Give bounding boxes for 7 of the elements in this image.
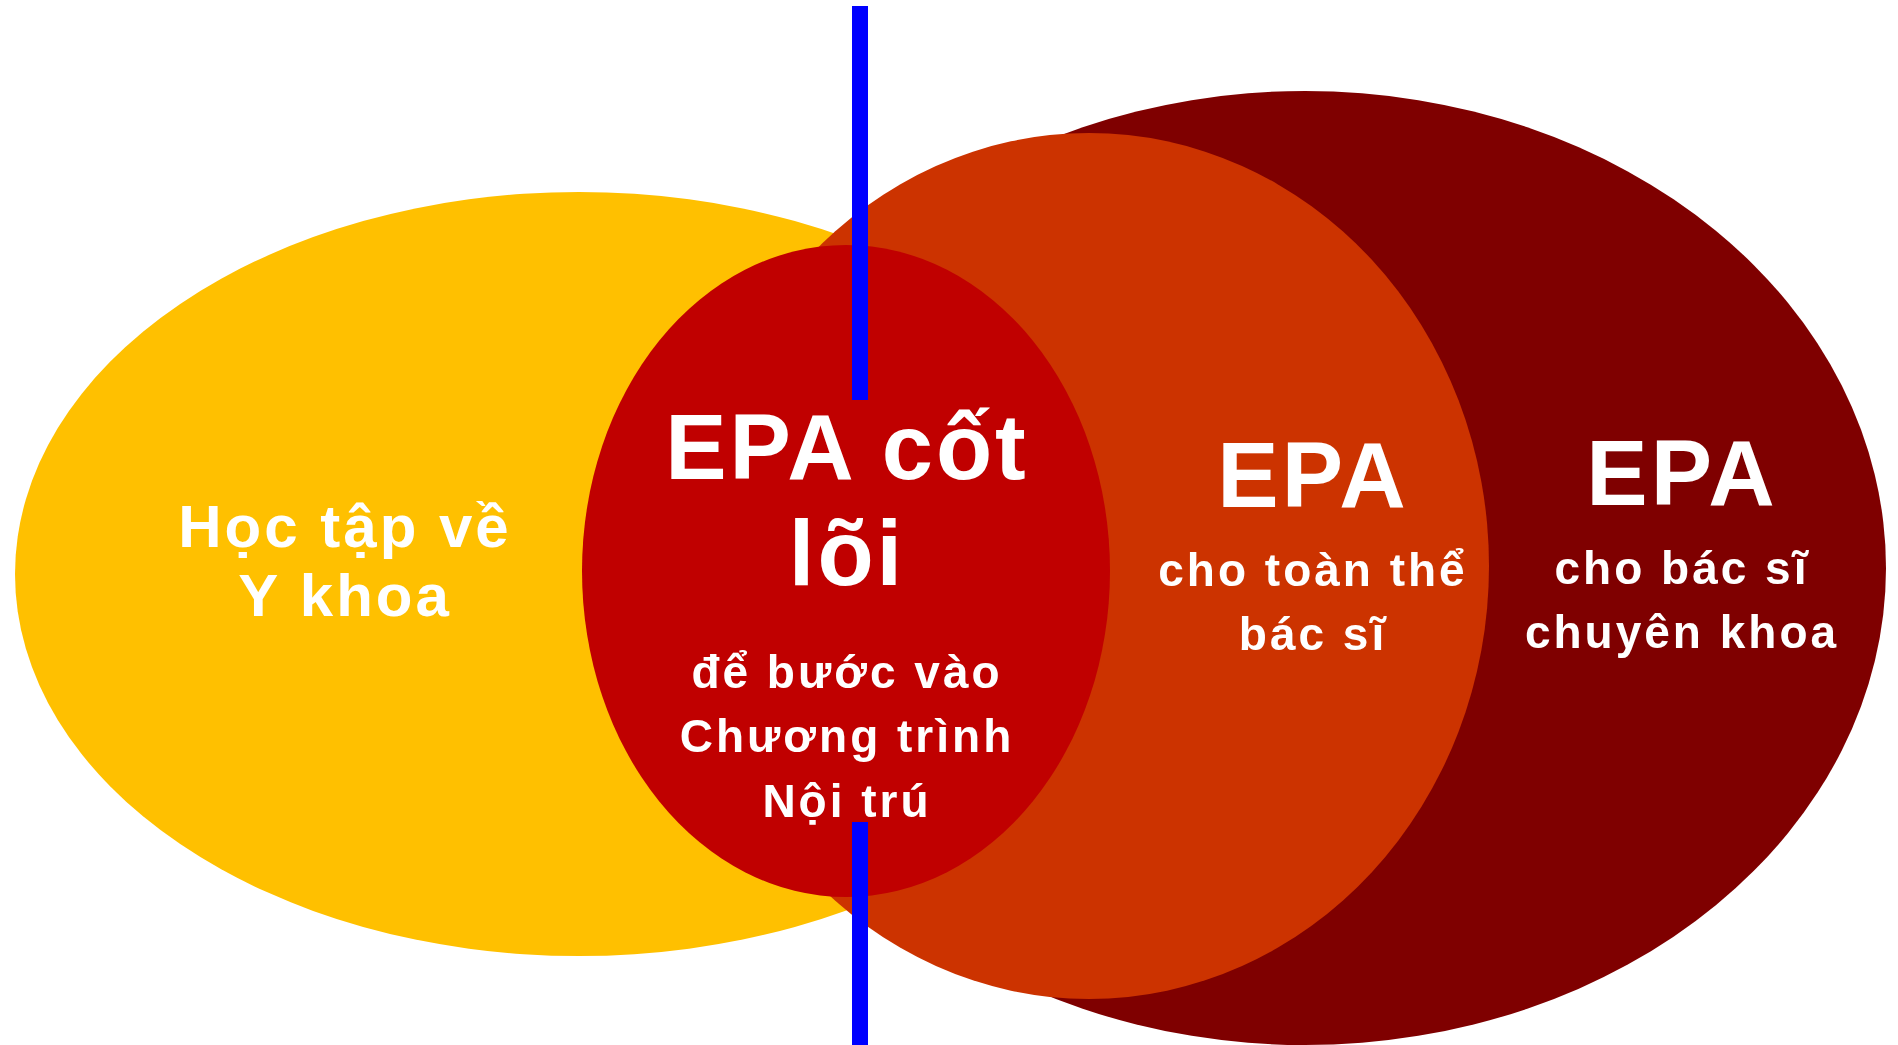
region-title: Học tập về Y khoa <box>177 492 513 630</box>
region-subtitle: cho toàn thể bác sĩ <box>1157 543 1469 663</box>
region-title: EPA <box>1216 423 1410 528</box>
region-subtitle: cho bác sĩ chuyên khoa <box>1523 541 1841 661</box>
region-title: EPA cốt lõi <box>664 395 1030 606</box>
region-subtitle: để bước vào Chương trình Nội trú <box>678 645 1016 829</box>
region-title: EPA <box>1585 421 1779 526</box>
